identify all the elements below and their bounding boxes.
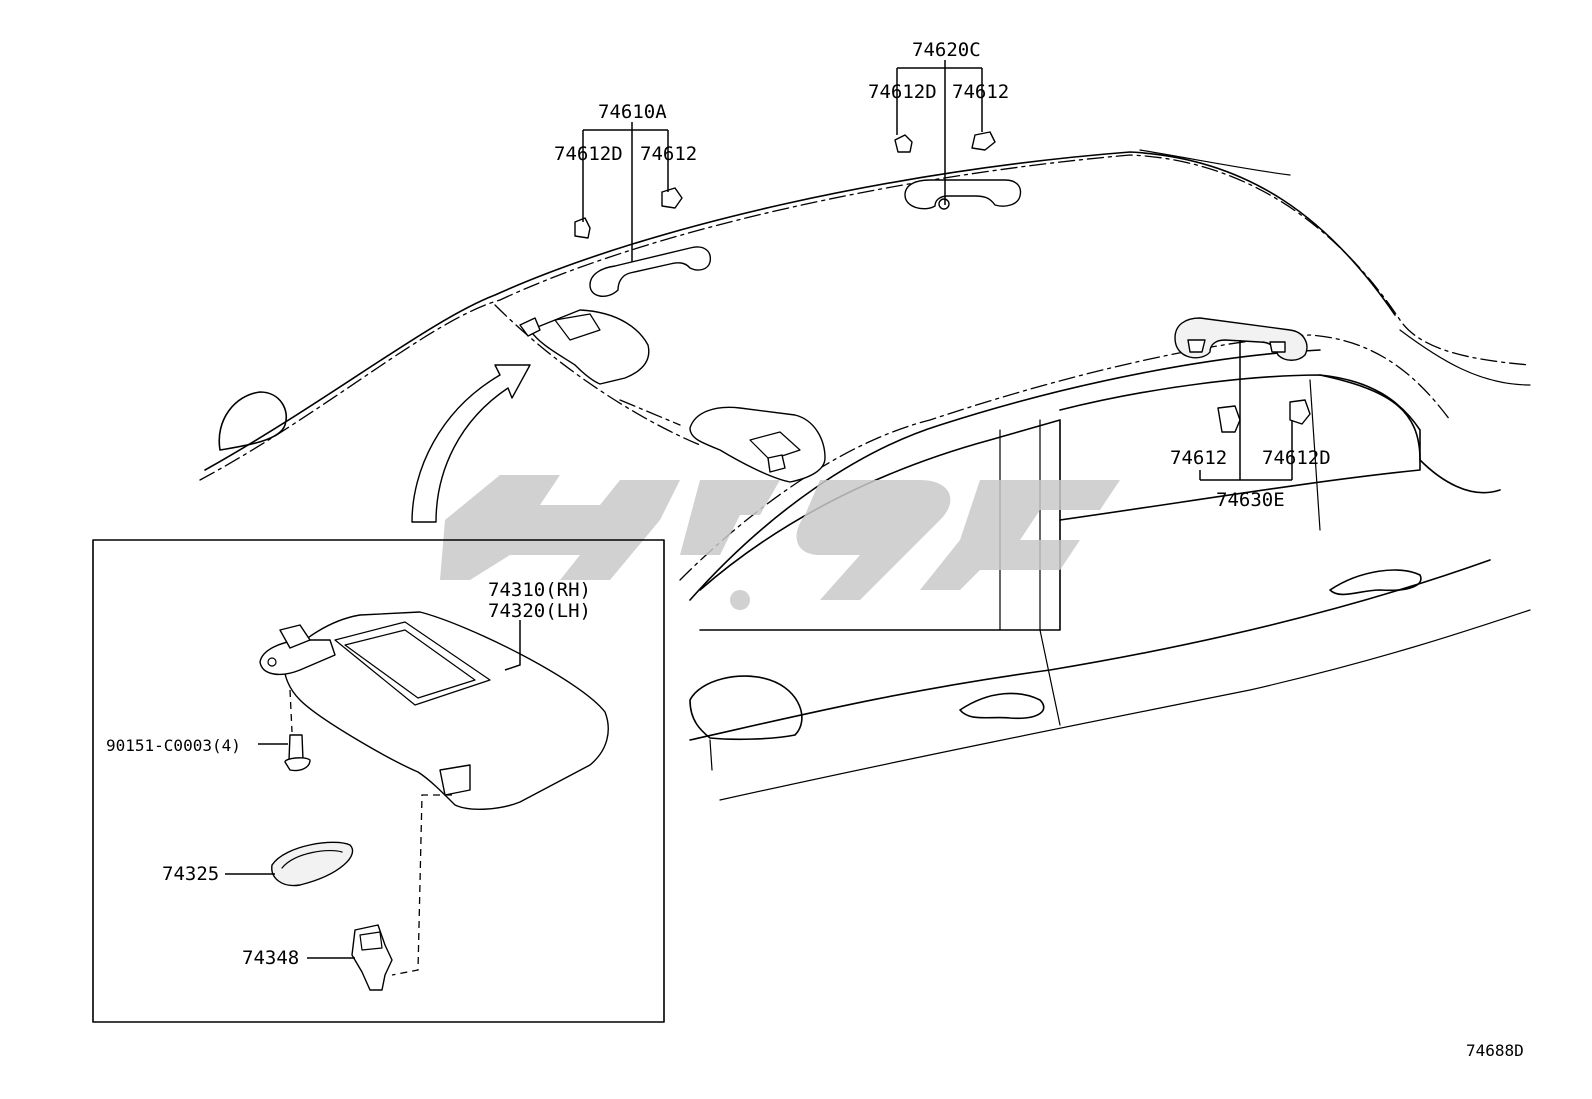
label-74348: 74348 — [242, 947, 299, 969]
leader-74610a — [582, 122, 669, 262]
sun-visor-installed-lower — [689, 406, 826, 483]
label-74612-top: 74612 — [952, 81, 1009, 103]
label-74320-lh: 74320(LH) — [488, 600, 591, 622]
label-74612d-mid: 74612D — [554, 143, 623, 165]
callout-arrow — [411, 364, 531, 523]
label-74310-rh: 74310(RH) — [488, 579, 591, 601]
watermark-logo — [440, 475, 1120, 610]
label-74620c: 74620C — [912, 39, 981, 61]
label-74612-mid: 74612 — [640, 143, 697, 165]
assist-grip-74630e — [1174, 317, 1311, 433]
sun-visor-installed-upper — [519, 309, 650, 385]
assist-grip-74610a — [574, 187, 712, 297]
label-90151-screw: 90151-C0003(4) — [106, 736, 241, 755]
leader-74630e — [1199, 340, 1293, 481]
label-74610a: 74610A — [598, 101, 667, 123]
detail-inset — [92, 539, 665, 1023]
label-74630e: 74630E — [1216, 489, 1285, 511]
label-74612d-right: 74612D — [1262, 447, 1331, 469]
figure-id: 74688D — [1466, 1041, 1524, 1060]
label-74325: 74325 — [162, 863, 219, 885]
label-74612d-top: 74612D — [868, 81, 937, 103]
leader-74620c — [896, 60, 983, 205]
label-74612-right: 74612 — [1170, 447, 1227, 469]
assist-grip-74620c — [894, 131, 1022, 210]
